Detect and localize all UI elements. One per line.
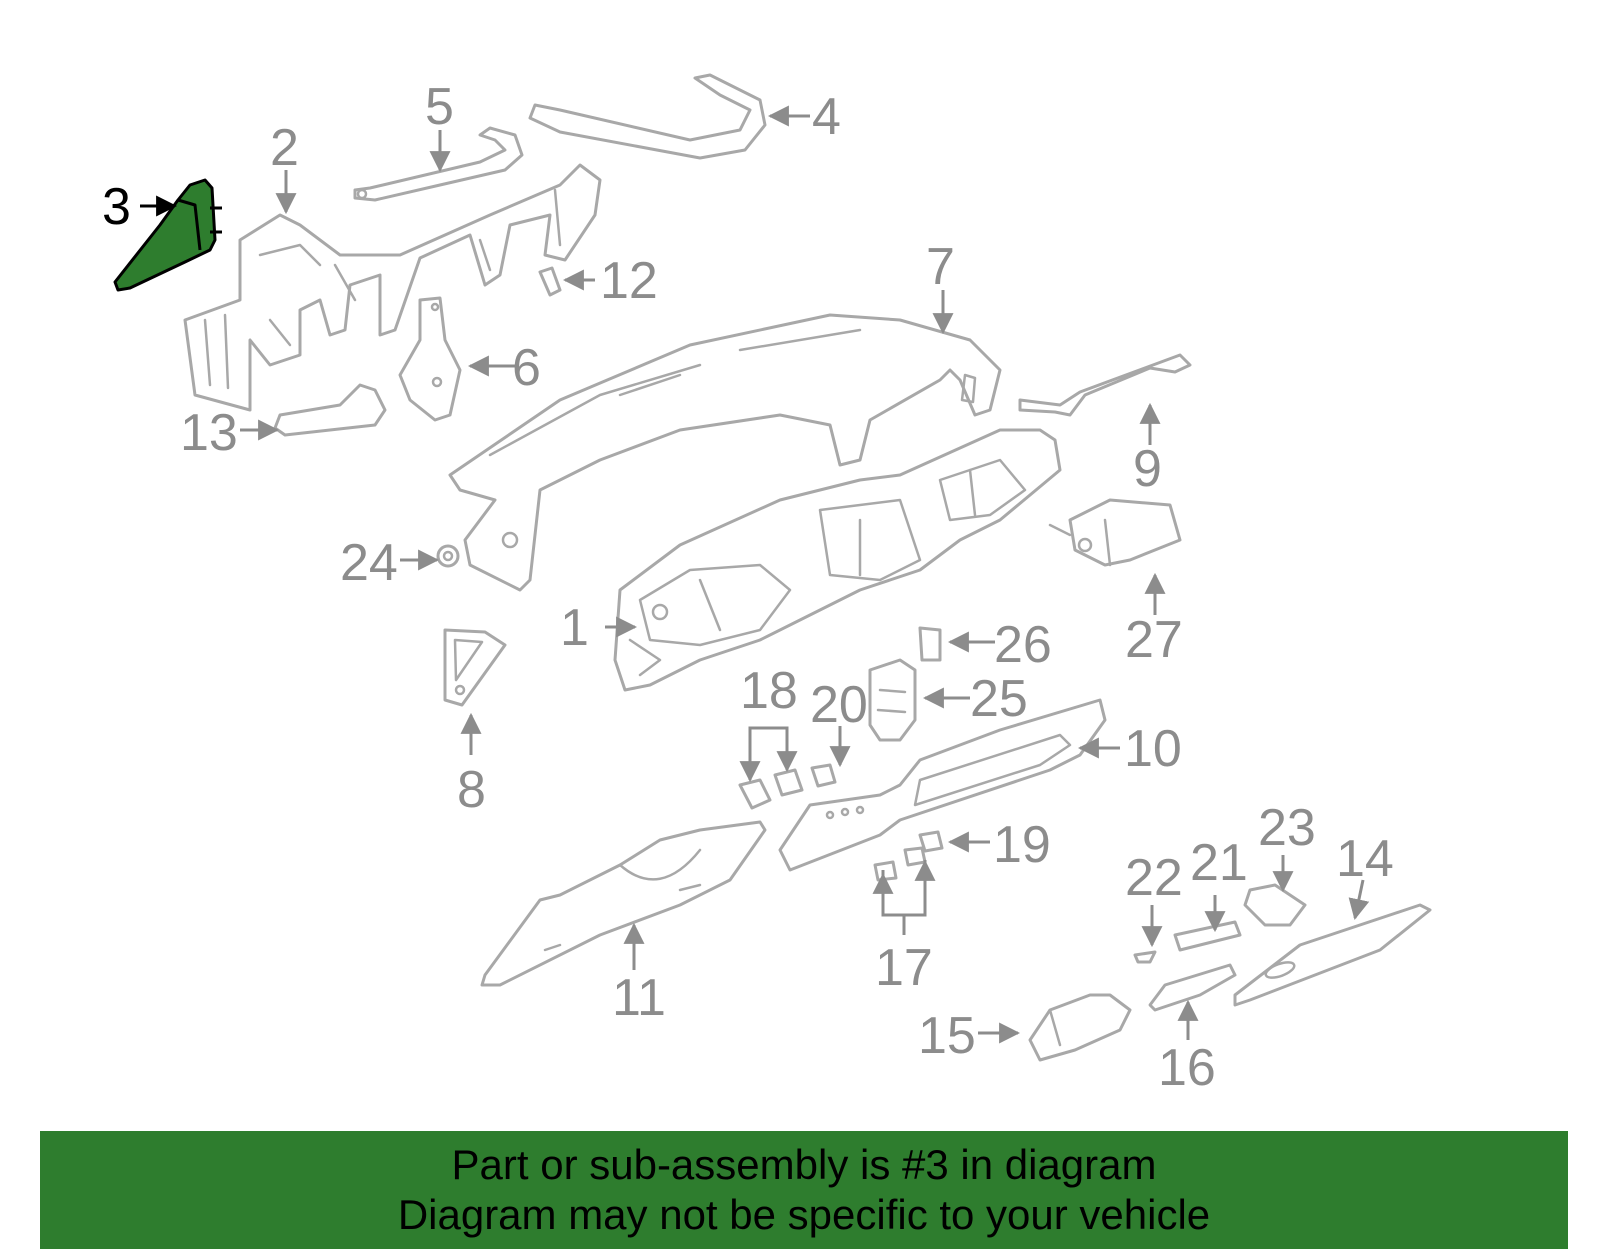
- part-18-bulb-a[interactable]: [738, 778, 772, 810]
- callout-25: 25: [970, 670, 1028, 728]
- part-5-bracket[interactable]: [353, 126, 524, 202]
- callout-27: 27: [1125, 611, 1183, 669]
- leaders: [140, 105, 1370, 1044]
- callout-15: 15: [918, 1007, 976, 1065]
- callout-17: 17: [875, 939, 933, 997]
- banner-line-2: Diagram may not be specific to your vehi…: [397, 1191, 1211, 1238]
- part-21-latch[interactable]: [1173, 920, 1242, 952]
- callout-8: 8: [457, 761, 486, 819]
- part-25-bracket[interactable]: [868, 658, 917, 742]
- part-22-clip[interactable]: [1133, 950, 1157, 964]
- part-15-glove-box-bin[interactable]: [1028, 993, 1132, 1062]
- callout-3: 3: [102, 178, 131, 236]
- callout-21: 21: [1190, 834, 1248, 892]
- callout-5: 5: [425, 78, 454, 136]
- callout-14: 14: [1336, 830, 1394, 888]
- part-23-latch-housing[interactable]: [1243, 883, 1307, 927]
- part-16-striker[interactable]: [1148, 963, 1237, 1012]
- part-1-ip-carrier[interactable]: [613, 428, 1062, 692]
- callout-24: 24: [340, 534, 398, 592]
- callout-11: 11: [612, 969, 666, 1027]
- callout-16: 16: [1158, 1039, 1216, 1097]
- callout-18: 18: [740, 662, 798, 720]
- banner-line-1: Part or sub-assembly is #3 in diagram: [451, 1141, 1157, 1188]
- callout-19: 19: [993, 816, 1051, 874]
- callout-9: 9: [1133, 440, 1162, 498]
- part-8-cover[interactable]: [443, 628, 507, 707]
- callout-6: 6: [512, 339, 541, 397]
- callout-22: 22: [1125, 849, 1183, 907]
- part-6-bracket[interactable]: [398, 296, 462, 422]
- callout-4: 4: [812, 88, 841, 146]
- part-7-dash-pad[interactable]: [448, 313, 1002, 592]
- part-9-duct[interactable]: [1018, 353, 1192, 417]
- part-26-clip[interactable]: [918, 626, 942, 662]
- part-14-glove-box-door[interactable]: [1233, 903, 1432, 1007]
- callouts: 1 2 3 4 5 6 7 8 9 10 11 12 13 14 15 16 1…: [102, 78, 1394, 1097]
- part-2-cross-beam[interactable]: [183, 163, 602, 412]
- part-11-knee-bolster[interactable]: [480, 820, 767, 987]
- part-13-bracket[interactable]: [273, 383, 387, 437]
- callout-20: 20: [810, 676, 868, 734]
- callout-13: 13: [180, 404, 238, 462]
- part-4-brace[interactable]: [528, 73, 767, 160]
- callout-23: 23: [1258, 799, 1316, 857]
- part-18-bulb-b[interactable]: [773, 768, 804, 797]
- info-banner: Part or sub-assembly is #3 in diagram Di…: [40, 1131, 1568, 1249]
- part-10-trim-plate[interactable]: [778, 698, 1107, 872]
- part-24-grommet[interactable]: [436, 544, 460, 568]
- part-27-module[interactable]: [1048, 498, 1182, 567]
- part-17-bulb-b[interactable]: [903, 846, 927, 867]
- callout-12: 12: [600, 252, 658, 310]
- parts-diagram: 1 2 3 4 5 6 7 8 9 10 11 12 13 14 15 16 1…: [102, 73, 1432, 1097]
- callout-1: 1: [560, 599, 589, 657]
- part-17-bulb-a[interactable]: [873, 860, 898, 882]
- callout-2: 2: [270, 119, 299, 177]
- part-19-bulb[interactable]: [918, 830, 944, 853]
- part-12-clip[interactable]: [538, 266, 562, 297]
- part-20-bulb[interactable]: [810, 763, 837, 788]
- callout-26: 26: [994, 616, 1052, 674]
- callout-7: 7: [926, 238, 955, 296]
- part-3-highlighted-bracket[interactable]: [113, 178, 222, 292]
- callout-10: 10: [1124, 720, 1182, 778]
